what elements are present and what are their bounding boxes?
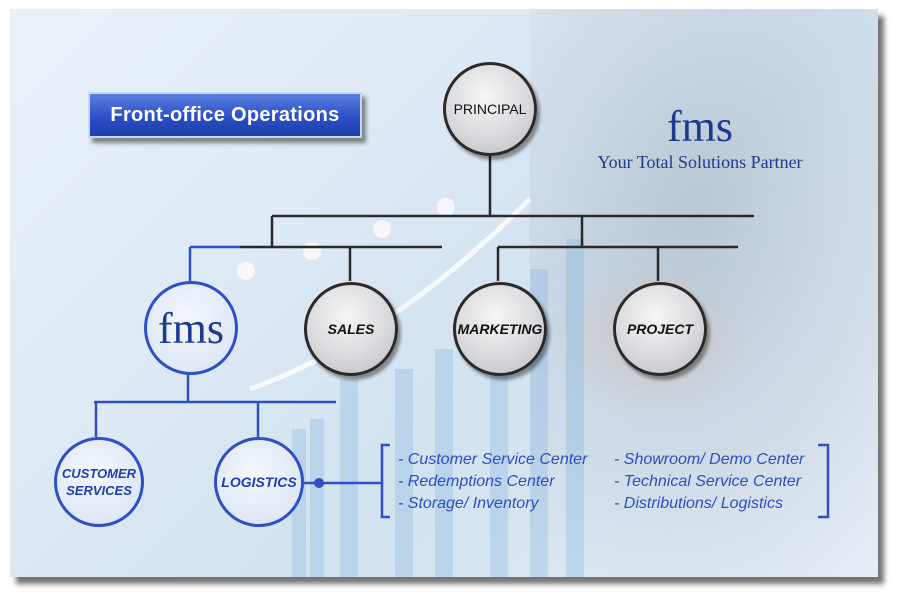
service-item: - Storage/ Inventory — [398, 495, 539, 512]
node-project[interactable]: PROJECT — [613, 282, 707, 376]
background-dollar-icons — [237, 198, 455, 280]
services-bracket-left — [380, 443, 390, 519]
node-principal-label: PRINCIPAL — [453, 101, 527, 117]
dollar-icon — [237, 262, 255, 280]
dollar-icon — [303, 242, 321, 260]
service-item: - Distributions/ Logistics — [614, 495, 783, 512]
service-item: - Redemptions Center — [398, 473, 555, 490]
service-item: - Showroom/ Demo Center — [614, 451, 805, 468]
node-marketing[interactable]: MARKETING — [453, 282, 547, 376]
background-bar — [340, 379, 358, 577]
slide-card: Front-office Operations fms Your Total S… — [10, 9, 878, 577]
background-businessman — [530, 9, 878, 577]
service-item: - Technical Service Center — [614, 473, 802, 490]
services-bracket-right — [818, 443, 830, 519]
brand-tagline: Your Total Solutions Partner — [597, 152, 803, 172]
dollar-icon — [437, 198, 455, 216]
connector-dot — [314, 478, 324, 488]
brand-title: fms — [667, 102, 733, 151]
node-logistics[interactable]: LOGISTICS — [214, 437, 304, 527]
node-logistics-label: LOGISTICS — [221, 474, 297, 490]
node-customer-services[interactable]: CUSTOMER SERVICES — [54, 437, 144, 527]
node-principal[interactable]: PRINCIPAL — [443, 62, 537, 156]
background-bar — [435, 349, 453, 577]
background-bar — [310, 419, 324, 577]
node-fms[interactable]: fms — [144, 281, 238, 375]
background-bar — [566, 239, 584, 577]
node-customer-services-label: CUSTOMER SERVICES — [61, 466, 137, 498]
dollar-icon — [373, 220, 391, 238]
service-item: - Customer Service Center — [398, 451, 588, 468]
node-sales[interactable]: SALES — [304, 282, 398, 376]
node-sales-label: SALES — [327, 321, 375, 337]
node-project-label: PROJECT — [626, 321, 694, 337]
background-bar — [490, 309, 508, 577]
logistics-services-list: - Customer Service Center - Redemptions … — [392, 451, 842, 529]
node-marketing-label: MARKETING — [457, 321, 543, 337]
background-bar — [395, 369, 413, 577]
node-fms-label: fms — [158, 303, 224, 353]
front-office-banner: Front-office Operations — [88, 92, 362, 138]
